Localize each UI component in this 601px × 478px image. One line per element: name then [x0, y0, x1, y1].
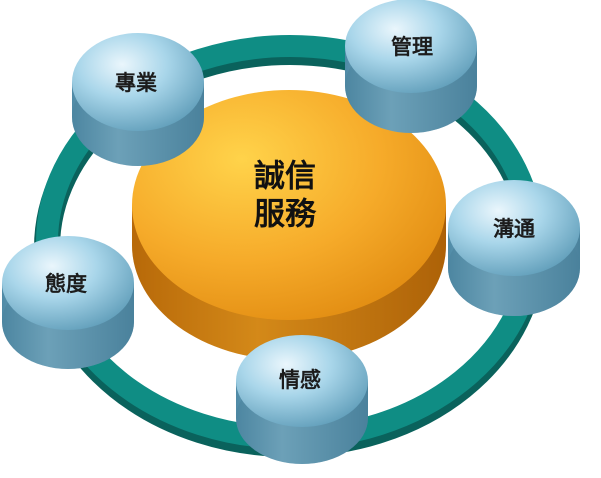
node-attitude: 態度 — [2, 236, 134, 369]
center-label-line2: 服務 — [254, 197, 317, 233]
node-label-attitude: 態度 — [45, 272, 87, 296]
node-label-emotion: 情感 — [279, 368, 321, 392]
node-label-management: 管理 — [391, 35, 433, 59]
node-emotion: 情感 — [236, 335, 368, 464]
center-disk: 誠信 服務 — [132, 90, 446, 360]
node-label-communication: 溝通 — [493, 217, 535, 241]
node-professional: 專業 — [72, 33, 204, 166]
node-label-professional: 專業 — [115, 71, 158, 95]
node-management: 管理 — [345, 0, 477, 133]
center-label-line1: 誠信 — [254, 159, 316, 195]
node-communication: 溝通 — [448, 180, 580, 316]
